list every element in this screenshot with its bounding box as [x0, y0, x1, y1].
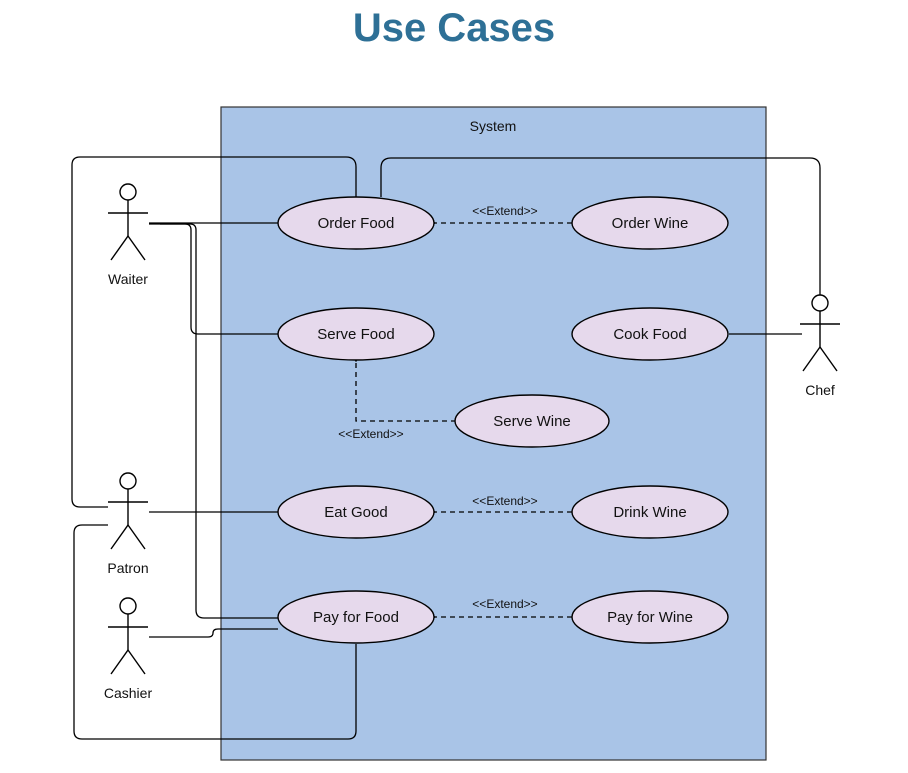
- actor-label-chef: Chef: [805, 382, 835, 398]
- page-title: Use Cases: [352, 6, 556, 50]
- actor-chef-icon: [800, 294, 840, 372]
- use-case-label-pay-wine: Pay for Wine: [607, 609, 693, 626]
- use-case-label-serve-food: Serve Food: [317, 326, 395, 343]
- use-case-cook-food: [571, 307, 729, 361]
- assoc-cashier-pay-food: [149, 628, 278, 638]
- actor-label-cashier: Cashier: [104, 685, 153, 701]
- assoc-patron-pay-food: [73, 524, 357, 740]
- use-case-label-pay-food: Pay for Food: [313, 609, 399, 626]
- use-case-label-cook-food: Cook Food: [613, 326, 686, 343]
- actor-waiter-icon: [108, 183, 148, 261]
- extend-serve-wine: [356, 361, 456, 422]
- extend-label-pay-wine: <<Extend>>: [472, 597, 537, 611]
- use-case-pay-food: [277, 590, 435, 644]
- use-case-label-drink-wine: Drink Wine: [613, 504, 686, 521]
- actor-label-waiter: Waiter: [108, 271, 148, 287]
- use-case-serve-wine: [454, 394, 610, 448]
- use-case-drink-wine: [571, 485, 729, 539]
- assoc-waiter-pay-food: [160, 223, 278, 619]
- use-case-label-eat-good: Eat Good: [324, 504, 387, 521]
- actor-cashier-icon: [108, 597, 148, 675]
- use-case-order-wine: [571, 196, 729, 250]
- associations: [71, 156, 821, 740]
- actor-patron-icon: [108, 472, 148, 550]
- use-case-serve-food: [277, 307, 435, 361]
- use-cases: [277, 196, 729, 644]
- extend-relations: [356, 223, 572, 617]
- assoc-patron-order-food: [71, 156, 357, 508]
- use-case-label-order-food: Order Food: [318, 215, 395, 232]
- extend-label-serve-wine: <<Extend>>: [338, 427, 403, 441]
- extend-label-drink-wine: <<Extend>>: [472, 494, 537, 508]
- use-case-pay-wine: [571, 590, 729, 644]
- actor-label-patron: Patron: [107, 560, 148, 576]
- use-case-label-order-wine: Order Wine: [612, 215, 689, 232]
- use-case-label-serve-wine: Serve Wine: [493, 413, 571, 430]
- use-case-eat-good: [277, 485, 435, 539]
- extend-label-order-wine: <<Extend>>: [472, 204, 537, 218]
- system-label: System: [470, 118, 517, 134]
- use-case-order-food: [277, 196, 435, 250]
- assoc-chef-order-food: [380, 157, 821, 295]
